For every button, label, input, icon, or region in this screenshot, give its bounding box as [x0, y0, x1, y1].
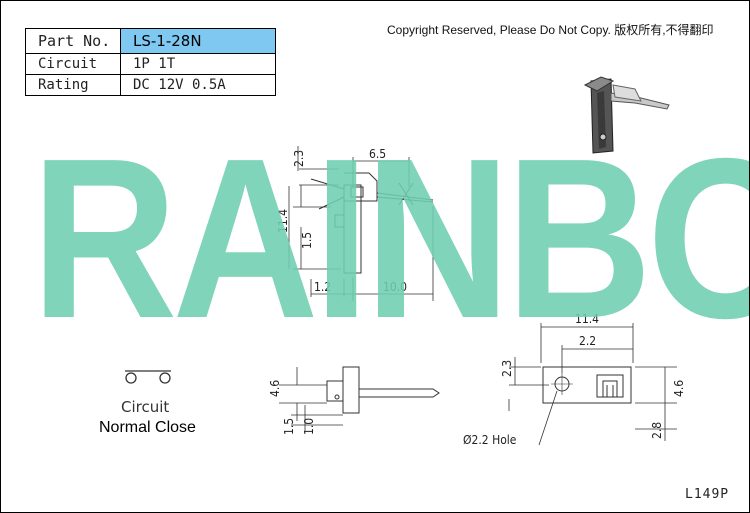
spec-row-circuit: Circuit 1P 1T [25, 53, 276, 75]
dim-front-2-3: 2.3 [500, 360, 514, 377]
dim-top-2-3: 2.3 [292, 150, 306, 167]
spec-key: Part No. [25, 28, 121, 54]
part-number: LS-1-28N [120, 28, 276, 54]
circuit-subtitle: Normal Close [99, 419, 196, 436]
front-view [508, 323, 677, 446]
drawing-code: L149P [685, 487, 730, 502]
copyright-notice: Copyright Reserved, Please Do Not Copy. … [387, 23, 714, 37]
top-view [288, 146, 434, 301]
spec-value: DC 12V 0.5A [120, 74, 276, 96]
spec-table: Part No. LS-1-28N Circuit 1P 1T Rating D… [25, 28, 276, 96]
dim-top-1-5: 1.5 [300, 232, 314, 249]
spec-row-rating: Rating DC 12V 0.5A [25, 74, 276, 96]
dim-side-1-5: 1.5 [282, 418, 296, 435]
dimension-labels: 2.3 6.5 11.4 1.5 1.2 10.0 4.6 1.5 1.0 11… [268, 147, 686, 447]
hole-label: Ø2.2 Hole [463, 433, 517, 447]
dim-top-6-5: 6.5 [369, 147, 386, 161]
dim-front-4-6: 4.6 [672, 380, 686, 397]
side-view [279, 366, 440, 431]
circuit-symbol [125, 370, 171, 384]
dim-front-2-8: 2.8 [650, 422, 664, 439]
dim-side-4-6: 4.6 [268, 380, 282, 397]
circuit-title: Circuit [121, 398, 170, 416]
dim-top-1-2: 1.2 [314, 280, 331, 294]
dim-side-1-0: 1.0 [302, 418, 316, 435]
spec-key: Circuit [25, 53, 121, 75]
dim-front-2-2: 2.2 [579, 334, 596, 348]
dim-top-11-4: 11.4 [276, 209, 290, 233]
dim-front-11-4: 11.4 [575, 312, 599, 326]
dim-top-10-0: 10.0 [383, 280, 407, 294]
product-photo [583, 76, 670, 154]
spec-row-part-no: Part No. LS-1-28N [25, 28, 276, 54]
spec-key: Rating [25, 74, 121, 96]
